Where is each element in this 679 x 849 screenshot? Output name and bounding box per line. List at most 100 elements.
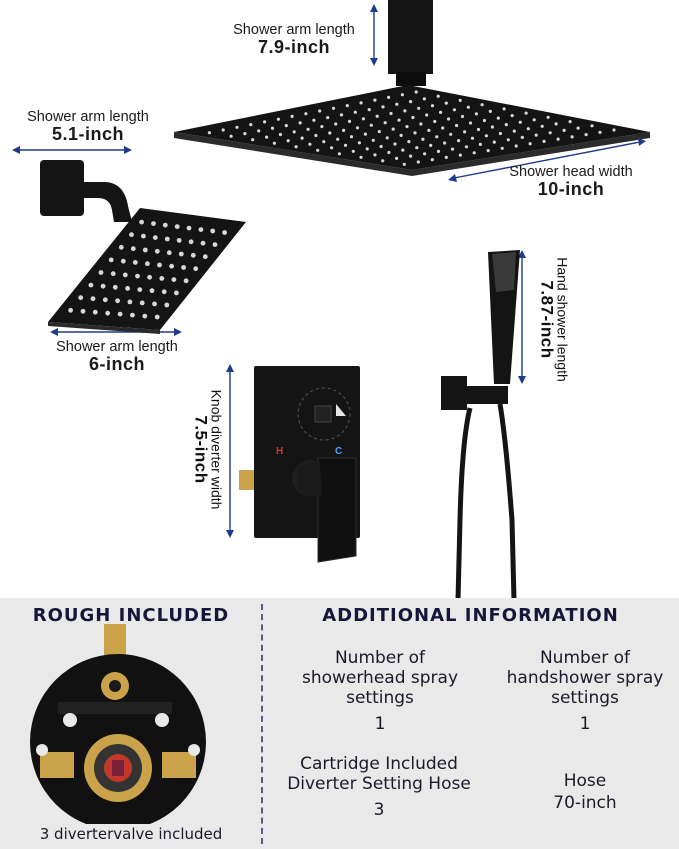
small-head-dimension: Shower arm length 6-inch xyxy=(40,339,194,374)
rain-shower-head xyxy=(174,85,650,176)
nozzle-hole xyxy=(463,130,467,134)
nozzle-hole xyxy=(540,124,544,128)
nozzle-hole xyxy=(381,159,385,163)
nozzle-hole xyxy=(478,142,482,146)
nozzle-hole xyxy=(416,160,420,164)
nozzle-hole xyxy=(377,130,381,134)
ceiling-arm-nut xyxy=(396,72,426,86)
nozzle-hole xyxy=(457,139,461,143)
info-panel: ROUGH INCLUDED 3 divertervalve included … xyxy=(0,598,679,849)
nozzle-hole xyxy=(164,302,170,308)
nozzle-hole xyxy=(147,274,153,280)
nozzle-hole xyxy=(518,120,522,124)
nozzle-hole xyxy=(402,162,406,166)
nozzle-hole xyxy=(139,219,145,225)
top-arm-dimension: Shower arm length 7.9-inch xyxy=(216,22,372,58)
nozzle-hole xyxy=(562,128,566,132)
nozzle-hole xyxy=(480,103,484,107)
nozzle-hole xyxy=(349,135,354,139)
nozzle-hole xyxy=(556,137,560,141)
nozzle-hole xyxy=(502,107,506,111)
nozzle-hole xyxy=(102,297,108,303)
nozzle-hole xyxy=(554,122,558,126)
nozzle-hole xyxy=(357,141,361,145)
nozzle-hole xyxy=(401,148,405,152)
wall-arm-dimension: Shower arm length 5.1-inch xyxy=(12,109,164,144)
nozzle-hole xyxy=(200,240,206,246)
nozzle-hole xyxy=(369,123,373,127)
nozzle-hole xyxy=(145,261,150,267)
nozzle-hole xyxy=(251,138,255,142)
nozzle-hole xyxy=(339,113,344,117)
nozzle-hole xyxy=(171,277,177,282)
nozzle-hole xyxy=(105,310,111,316)
nozzle-hole xyxy=(154,248,160,254)
nozzle-hole xyxy=(506,138,510,142)
product-drawing xyxy=(12,0,650,598)
nozzle-hole xyxy=(472,151,476,155)
nozzle-hole xyxy=(92,309,98,315)
nozzle-hole xyxy=(125,286,130,291)
nozzle-hole xyxy=(120,258,126,264)
wall-shower-head xyxy=(40,160,246,334)
nozzle-hole xyxy=(512,129,516,133)
nozzle-hole xyxy=(298,121,302,125)
nozzle-hole xyxy=(221,128,225,132)
nozzle-hole xyxy=(142,313,148,319)
small-head-caption: Shower arm length xyxy=(56,339,178,355)
nozzle-hole xyxy=(444,101,448,105)
panel-divider xyxy=(261,604,263,844)
nozzle-hole xyxy=(90,296,96,302)
nozzle-hole xyxy=(272,141,276,145)
nozzle-hole xyxy=(235,125,239,129)
nozzle-hole xyxy=(492,140,496,144)
nozzle-hole xyxy=(411,115,415,120)
hot-mark: H xyxy=(276,446,284,457)
head-width-value: 10-inch xyxy=(537,179,605,200)
knob-dimension: Knob diverter width 7.5-inch xyxy=(192,370,225,530)
nozzle-hole xyxy=(162,222,168,228)
nozzle-hole xyxy=(108,257,114,263)
nozzle-hole xyxy=(188,239,194,245)
top-arm-value: 7.9-inch xyxy=(257,37,331,58)
nozzle-hole xyxy=(570,135,574,139)
nozzle-hole xyxy=(222,230,228,235)
nozzle-hole xyxy=(381,105,385,109)
nozzle-hole xyxy=(484,134,488,138)
nozzle-hole xyxy=(300,136,304,140)
nozzle-hole xyxy=(193,266,199,272)
nozzle-hole xyxy=(458,153,462,157)
nozzle-hole xyxy=(159,276,165,281)
nozzle-hole xyxy=(229,134,233,138)
nozzle-hole xyxy=(316,148,320,152)
nozzle-hole xyxy=(417,106,421,110)
nozzle-hole xyxy=(546,115,550,119)
nozzle-hole xyxy=(414,90,418,94)
nozzle-hole xyxy=(443,141,447,145)
nozzle-hole xyxy=(359,155,363,159)
nozzle-hole xyxy=(359,101,363,105)
nozzle-hole xyxy=(458,98,462,102)
nozzle-hole xyxy=(174,290,179,296)
nozzle-hole xyxy=(389,111,393,116)
nozzle-hole xyxy=(430,104,435,108)
nozzle-hole xyxy=(482,118,486,123)
nozzle-hole xyxy=(450,147,455,151)
nozzle-hole xyxy=(157,262,162,268)
nozzle-hole xyxy=(294,145,298,149)
wall-arm-caption: Shower arm length xyxy=(27,109,149,125)
nozzle-hole xyxy=(88,282,94,288)
nozzle-hole xyxy=(375,114,379,118)
nozzle-hole xyxy=(284,124,288,128)
rough-valve-image xyxy=(30,624,206,824)
nozzle-hole xyxy=(568,120,572,124)
nozzle-hole xyxy=(400,93,404,97)
nozzle-hole xyxy=(490,125,494,129)
nozzle-hole xyxy=(476,127,481,132)
nozzle-hole xyxy=(468,121,473,125)
head-width-dimension: Shower head width 10-inch xyxy=(496,164,646,200)
nozzle-hole xyxy=(190,252,196,258)
nozzle-hole xyxy=(598,130,602,134)
spec-value: 1 xyxy=(374,714,386,734)
nozzle-hole xyxy=(118,244,124,250)
